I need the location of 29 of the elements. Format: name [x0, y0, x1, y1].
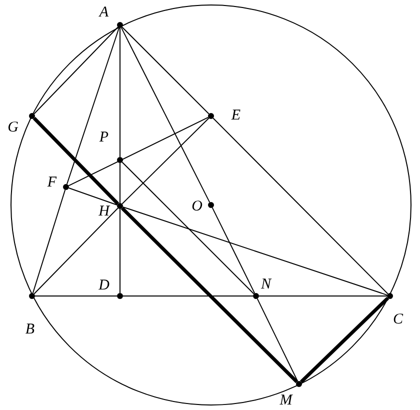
point-label: E	[231, 108, 241, 124]
line-segment	[66, 27, 120, 185]
point-label: G	[8, 120, 18, 136]
line-segment	[122, 162, 254, 294]
line-segment	[68, 116, 209, 186]
thick-segment	[120, 206, 298, 384]
line-segment	[256, 298, 298, 382]
point-label: A	[99, 6, 109, 20]
point-label: B	[25, 322, 35, 338]
line-segment	[212, 118, 388, 294]
line-segment	[122, 26, 210, 114]
line-segment	[122, 118, 210, 204]
thick-segment	[32, 116, 120, 206]
line-segment	[34, 208, 118, 294]
point-label: F	[47, 176, 57, 190]
point-label: C	[393, 312, 403, 328]
thick-segment	[300, 296, 390, 384]
line-segment	[120, 27, 210, 203]
point-label: P	[99, 130, 109, 146]
point-label: M	[280, 394, 292, 408]
point-label: N	[261, 278, 271, 292]
line-segment	[122, 206, 388, 296]
line-segment	[212, 207, 256, 294]
line-segment	[34, 26, 118, 114]
point-label: H	[98, 204, 110, 220]
point-label: O	[192, 200, 202, 214]
line-segment	[68, 188, 118, 206]
point-label: D	[98, 278, 110, 294]
line-segment	[32, 189, 66, 294]
